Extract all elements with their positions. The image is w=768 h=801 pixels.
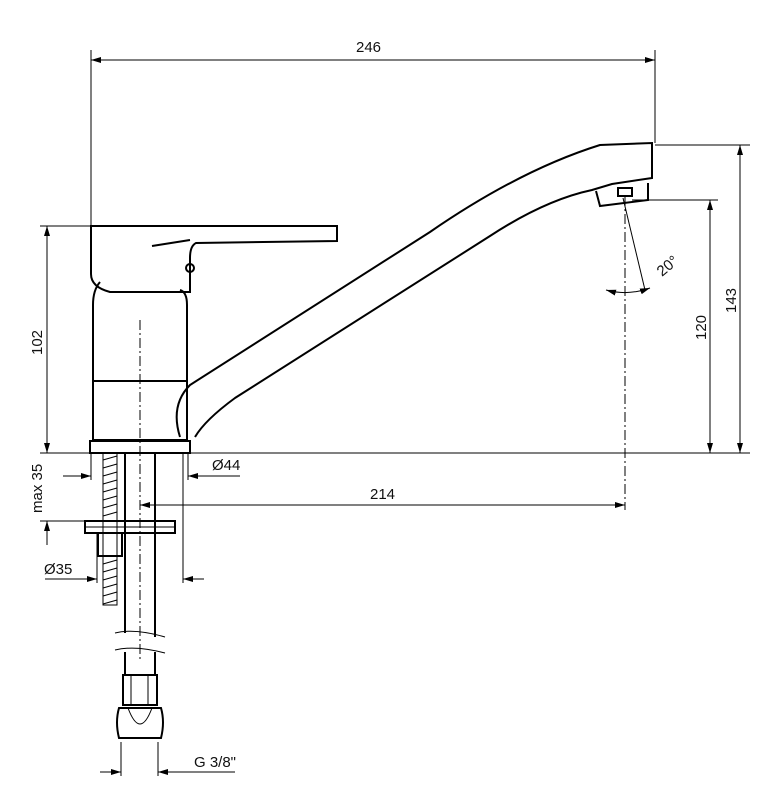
dim-total-height: 143	[723, 288, 740, 313]
faucet-body	[89, 225, 338, 660]
dim-base-diameter: Ø44	[212, 457, 240, 474]
mounting-kit	[84, 452, 176, 739]
dim-overall-length: 246	[356, 39, 381, 56]
dim-spray-angle: 20°	[654, 252, 682, 280]
dim-max-mount-thickness: max 35	[29, 464, 46, 513]
dim-connection-thread: G 3/8"	[194, 754, 236, 771]
dim-hole-diameter: Ø35	[44, 561, 72, 578]
dimension-lines	[40, 50, 750, 776]
dim-spout-reach: 214	[370, 486, 395, 503]
faucet-spout	[175, 141, 653, 510]
dim-spout-height: 120	[693, 315, 710, 340]
dim-body-height: 102	[29, 330, 46, 355]
